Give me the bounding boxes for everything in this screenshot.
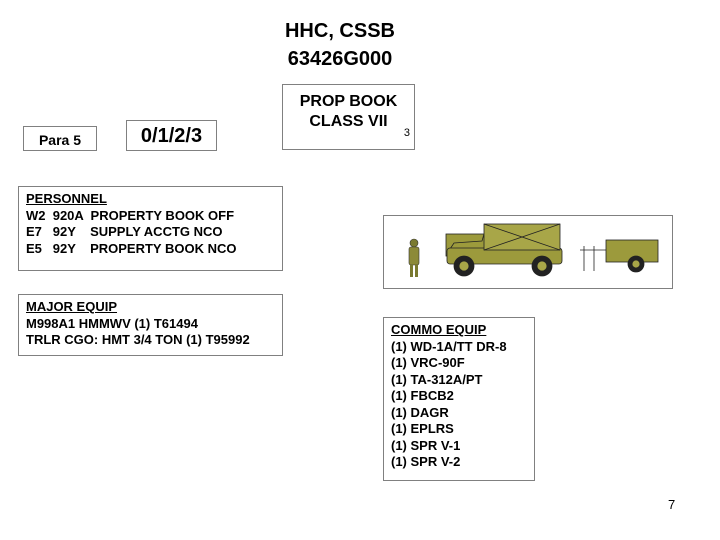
commo-equip-row: (1) FBCB2 — [391, 388, 454, 403]
levels-label: 0/1/2/3 — [140, 125, 203, 147]
slide-title-line2: 63426G000 — [287, 48, 393, 70]
personnel-heading: PERSONNEL — [26, 191, 107, 206]
commo-equip-row: (1) EPLRS — [391, 421, 454, 436]
slide-title-line1: HHC, CSSB — [284, 20, 395, 42]
major-equip-row: TRLR CGO: HMT 3/4 TON (1) T95992 — [26, 332, 250, 347]
commo-equip-row: (1) TA-312A/PT — [391, 371, 483, 387]
commo-equip-heading: COMMO EQUIP — [391, 322, 487, 337]
section-box: PROP BOOK CLASS VII 3 — [282, 84, 415, 150]
section-line1: PROP BOOK — [299, 93, 398, 110]
soldier-icon — [408, 238, 420, 277]
hmmwv-icon — [445, 223, 563, 277]
personnel-box: PERSONNEL W2 920A PROPERTY BOOK OFF E7 9… — [18, 186, 283, 271]
levels-box: 0/1/2/3 — [126, 120, 217, 151]
para-box: Para 5 — [23, 126, 97, 151]
section-number: 3 — [403, 127, 410, 139]
vehicle-image-box — [383, 215, 673, 289]
vehicle-illustration — [408, 223, 659, 277]
para-label: Para 5 — [38, 132, 82, 148]
commo-equip-row: (1) WD-1A/TT DR-8 — [391, 338, 507, 354]
personnel-row: W2 920A PROPERTY BOOK OFF — [26, 207, 235, 223]
section-line2: CLASS VII — [309, 113, 388, 130]
commo-equip-box: COMMO EQUIP (1) WD-1A/TT DR-8 (1) VRC-90… — [383, 317, 535, 481]
commo-equip-row: (1) DAGR — [391, 404, 449, 420]
commo-equip-row: (1) SPR V-1 — [391, 437, 461, 453]
personnel-row: E7 92Y SUPPLY ACCTG NCO — [26, 224, 223, 239]
major-equip-box: MAJOR EQUIP M998A1 HMMWV (1) T61494 TRLR… — [18, 294, 283, 356]
cargo-trailer-icon — [580, 239, 659, 273]
commo-equip-row: (1) VRC-90F — [391, 355, 465, 370]
major-equip-row: M998A1 HMMWV (1) T61494 — [26, 315, 198, 331]
page-number: 7 — [668, 497, 676, 512]
commo-equip-row: (1) SPR V-2 — [391, 454, 461, 469]
major-equip-heading: MAJOR EQUIP — [26, 299, 118, 314]
personnel-row: E5 92Y PROPERTY BOOK NCO — [26, 240, 237, 256]
